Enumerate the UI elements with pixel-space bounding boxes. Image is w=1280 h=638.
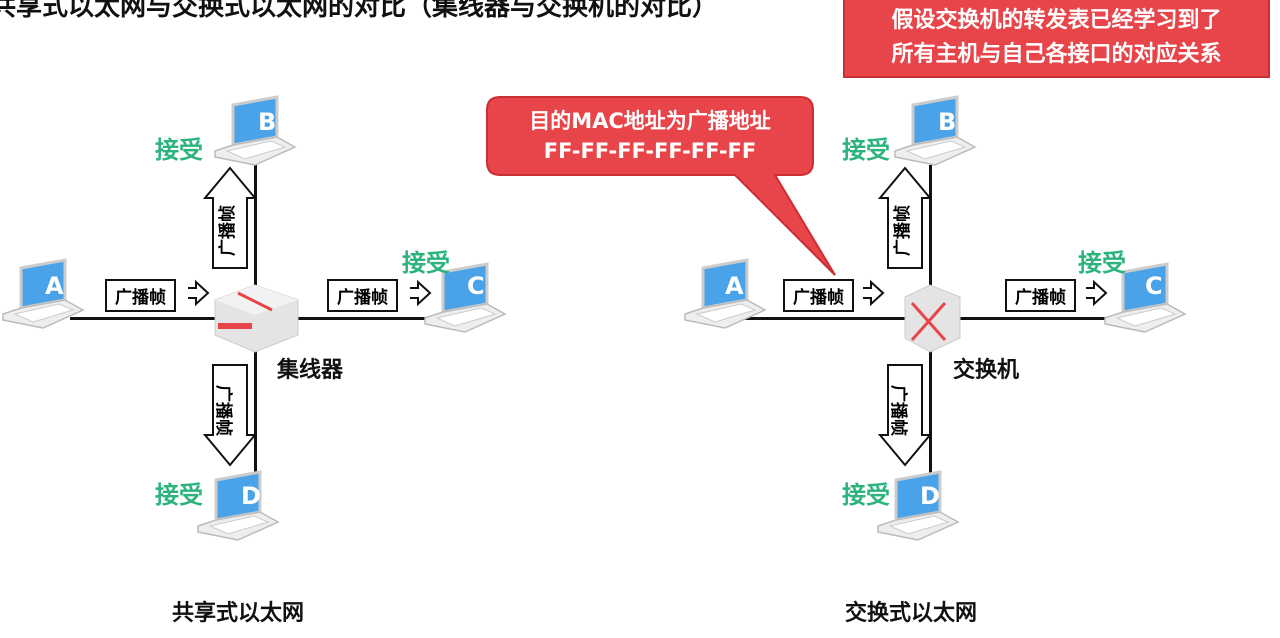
accept-label-c: 接受 <box>1078 249 1126 277</box>
arrow-right-icon <box>188 279 210 307</box>
frame-text-down: 广播帧 <box>213 385 233 436</box>
accept-label-b: 接受 <box>842 136 890 164</box>
frame-label: 广播帧 <box>105 278 176 312</box>
host-label-a: A <box>725 272 744 300</box>
frame-label: 广播帧 <box>327 278 398 312</box>
host-label-d: D <box>920 482 940 510</box>
arrow-right-icon <box>1086 279 1108 307</box>
arrow-right-icon <box>410 279 432 307</box>
switch-label: 交换机 <box>953 358 1020 383</box>
laptop-icon-b <box>893 95 977 167</box>
accept-label-d: 接受 <box>155 481 203 509</box>
frame-label: 广播帧 <box>1005 278 1076 312</box>
hub-icon <box>214 284 299 353</box>
switched-ethernet-caption: 交换式以太网 <box>845 601 978 626</box>
frame-label: 广播帧 <box>783 278 854 312</box>
host-label-a: A <box>45 272 64 300</box>
accept-label-d: 接受 <box>842 481 890 509</box>
callout-line: 目的MAC地址为广播地址 <box>529 109 771 133</box>
callout-line: FF-FF-FF-FF-FF-FF <box>543 139 757 163</box>
callout-bubble <box>486 96 836 276</box>
hub-label: 集线器 <box>277 358 344 383</box>
host-label-c: C <box>1145 272 1163 300</box>
note-line: 假设交换机的转发表已经学习到了 <box>891 8 1222 33</box>
host-label-c: C <box>467 272 485 300</box>
laptop-icon-b <box>213 95 297 167</box>
frame-text: 广播帧 <box>327 278 398 312</box>
laptop-icon-d <box>196 470 280 542</box>
callout-text: 目的MAC地址为广播地址 FF-FF-FF-FF-FF-FF <box>487 97 813 175</box>
frame-text-up: 广播帧 <box>893 205 913 256</box>
host-label-b: B <box>938 108 957 136</box>
accept-label-c: 接受 <box>402 249 450 277</box>
slide-title: 共享式以太网与交换式以太网的对比（集线器与交换机的对比） <box>0 0 719 22</box>
host-label-d: D <box>241 482 261 510</box>
laptop-icon-d <box>876 470 960 542</box>
arrow-right-icon <box>863 279 885 307</box>
frame-text: 广播帧 <box>783 278 854 312</box>
host-label-b: B <box>258 108 277 136</box>
assumption-note: 假设交换机的转发表已经学习到了所有主机与自己各接口的对应关系 <box>843 0 1270 78</box>
frame-text-down: 广播帧 <box>888 385 908 436</box>
switch-icon <box>904 284 961 353</box>
frame-text: 广播帧 <box>1005 278 1076 312</box>
frame-text-up: 广播帧 <box>218 205 238 256</box>
accept-label-b: 接受 <box>155 136 203 164</box>
shared-ethernet-caption: 共享式以太网 <box>172 601 305 626</box>
frame-text: 广播帧 <box>105 278 176 312</box>
note-line: 所有主机与自己各接口的对应关系 <box>891 42 1222 67</box>
